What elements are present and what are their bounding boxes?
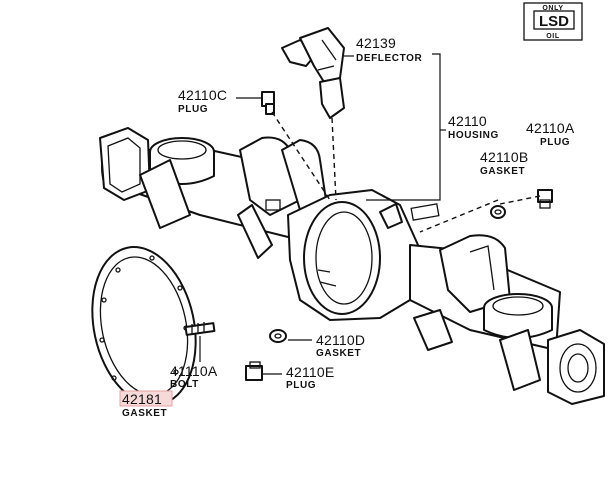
deflector-part — [281, 27, 345, 119]
callout-gasket-right: 42110B GASKET — [480, 149, 528, 177]
plug-right-part — [537, 189, 553, 209]
callout-number: 42110E — [286, 364, 334, 380]
callout-housing: 42110 HOUSING — [448, 113, 499, 141]
callout-name: GASKET — [480, 166, 525, 177]
callout-name: DEFLECTOR — [356, 53, 423, 64]
callout-plug-right: 42110A PLUG — [526, 120, 575, 148]
stud-bolt-part — [184, 322, 216, 336]
callout-plug-top: 42110C PLUG — [178, 87, 227, 115]
highlight-box — [119, 390, 173, 407]
callout-name: GASKET — [122, 408, 167, 419]
plug-lower-part — [245, 361, 263, 381]
callout-name: HOUSING — [448, 130, 499, 141]
gasket-right-part — [490, 205, 506, 219]
axle-housing-drawing — [99, 127, 605, 405]
callout-name: PLUG — [540, 137, 570, 148]
leader-lines — [145, 53, 541, 404]
callout-number: 42181 — [122, 391, 162, 407]
badge-main-text: LSD — [539, 13, 569, 30]
callout-number: 42110D — [316, 332, 365, 348]
callout-number: 42110C — [178, 87, 227, 103]
plug-top-part — [261, 91, 275, 115]
lsd-oil-badge: ONLY LSD OIL — [523, 2, 583, 41]
gasket-lower-part — [269, 329, 287, 343]
callout-name: GASKET — [316, 348, 361, 359]
callout-plug-lower: 42110E PLUG — [286, 364, 334, 391]
callout-number: 42110A — [526, 120, 575, 136]
callout-gasket-lower: 42110D GASKET — [316, 332, 365, 359]
callout-number: 42139 — [356, 35, 396, 51]
callout-deflector: 42139 DEFLECTOR — [356, 35, 423, 64]
callout-number: 42110 — [448, 113, 487, 129]
callout-number: 41110A — [170, 363, 218, 379]
callout-name: PLUG — [178, 104, 208, 115]
callout-gasket-cover: 42181 GASKET — [119, 390, 173, 419]
badge-top-text: ONLY — [542, 5, 563, 12]
callout-name: BOLT — [170, 379, 199, 390]
callout-number: 42110B — [480, 149, 528, 165]
callout-bolt: 41110A BOLT — [170, 363, 218, 390]
callout-name: PLUG — [286, 380, 316, 391]
badge-bottom-text: OIL — [546, 33, 560, 40]
